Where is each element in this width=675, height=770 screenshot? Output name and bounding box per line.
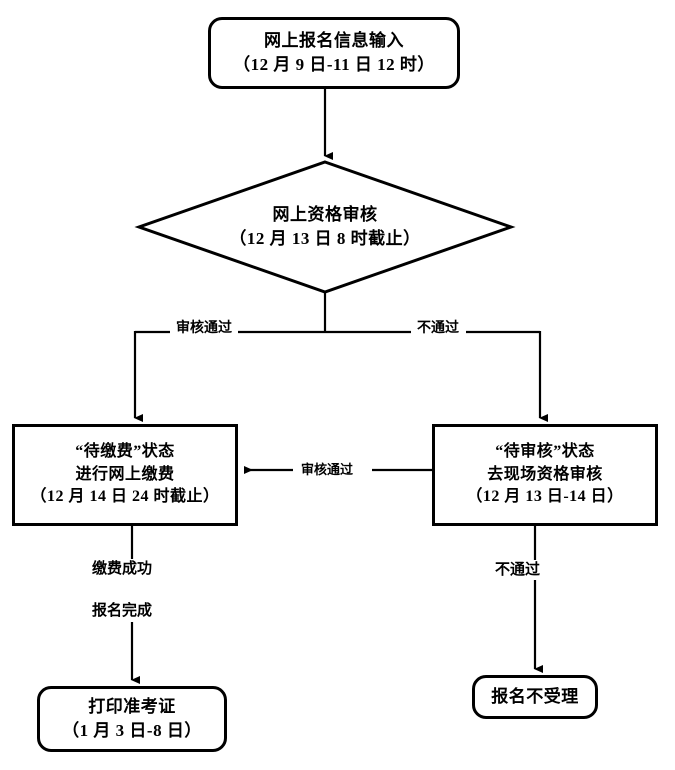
edge-label-review-passed-top: 审核通过 <box>172 320 236 339</box>
node-registration-not-accepted[interactable]: 报名不受理 <box>472 675 598 719</box>
node-online-registration-line-2: （12 月 9 日-11 日 12 时） <box>233 55 435 74</box>
node-print-admission-ticket[interactable]: 打印准考证 （1 月 3 日-8 日） <box>37 686 227 752</box>
edge-label-review-failed-bottom: 不通过 <box>491 560 545 581</box>
edge-label-payment-success-line-1: 缴费成功 <box>92 561 153 577</box>
node-online-registration[interactable]: 网上报名信息输入 （12 月 9 日-11 日 12 时） <box>208 17 460 89</box>
node-pending-review-line-2: 去现场资格审核 <box>487 465 603 483</box>
node-pending-payment[interactable]: “待缴费”状态 进行网上缴费 （12 月 14 日 24 时截止） <box>12 424 238 526</box>
node-online-registration-line-1: 网上报名信息输入 <box>264 30 404 50</box>
decision-diamond-shape <box>134 160 516 294</box>
node-print-admission-ticket-line-1: 打印准考证 <box>88 696 176 716</box>
edge-label-payment-success: 缴费成功 报名完成 <box>88 559 157 622</box>
node-registration-not-accepted-line-1: 报名不受理 <box>491 686 579 706</box>
node-pending-payment-line-1: “待缴费”状态 <box>75 442 175 460</box>
node-pending-review[interactable]: “待审核”状态 去现场资格审核 （12 月 13 日-14 日） <box>432 424 658 526</box>
edge-label-review-failed-top: 不通过 <box>413 320 463 339</box>
node-pending-payment-line-3: （12 月 14 日 24 时截止） <box>30 488 220 506</box>
edge-label-payment-success-line-2: 报名完成 <box>92 602 153 619</box>
node-pending-payment-line-2: 进行网上缴费 <box>75 465 175 483</box>
edge-label-review-passed-middle: 审核通过 <box>297 461 358 479</box>
node-pending-review-line-1: “待审核”状态 <box>495 442 595 460</box>
node-pending-review-line-3: （12 月 13 日-14 日） <box>466 488 624 506</box>
node-print-admission-ticket-line-2: （1 月 3 日-8 日） <box>62 721 202 740</box>
